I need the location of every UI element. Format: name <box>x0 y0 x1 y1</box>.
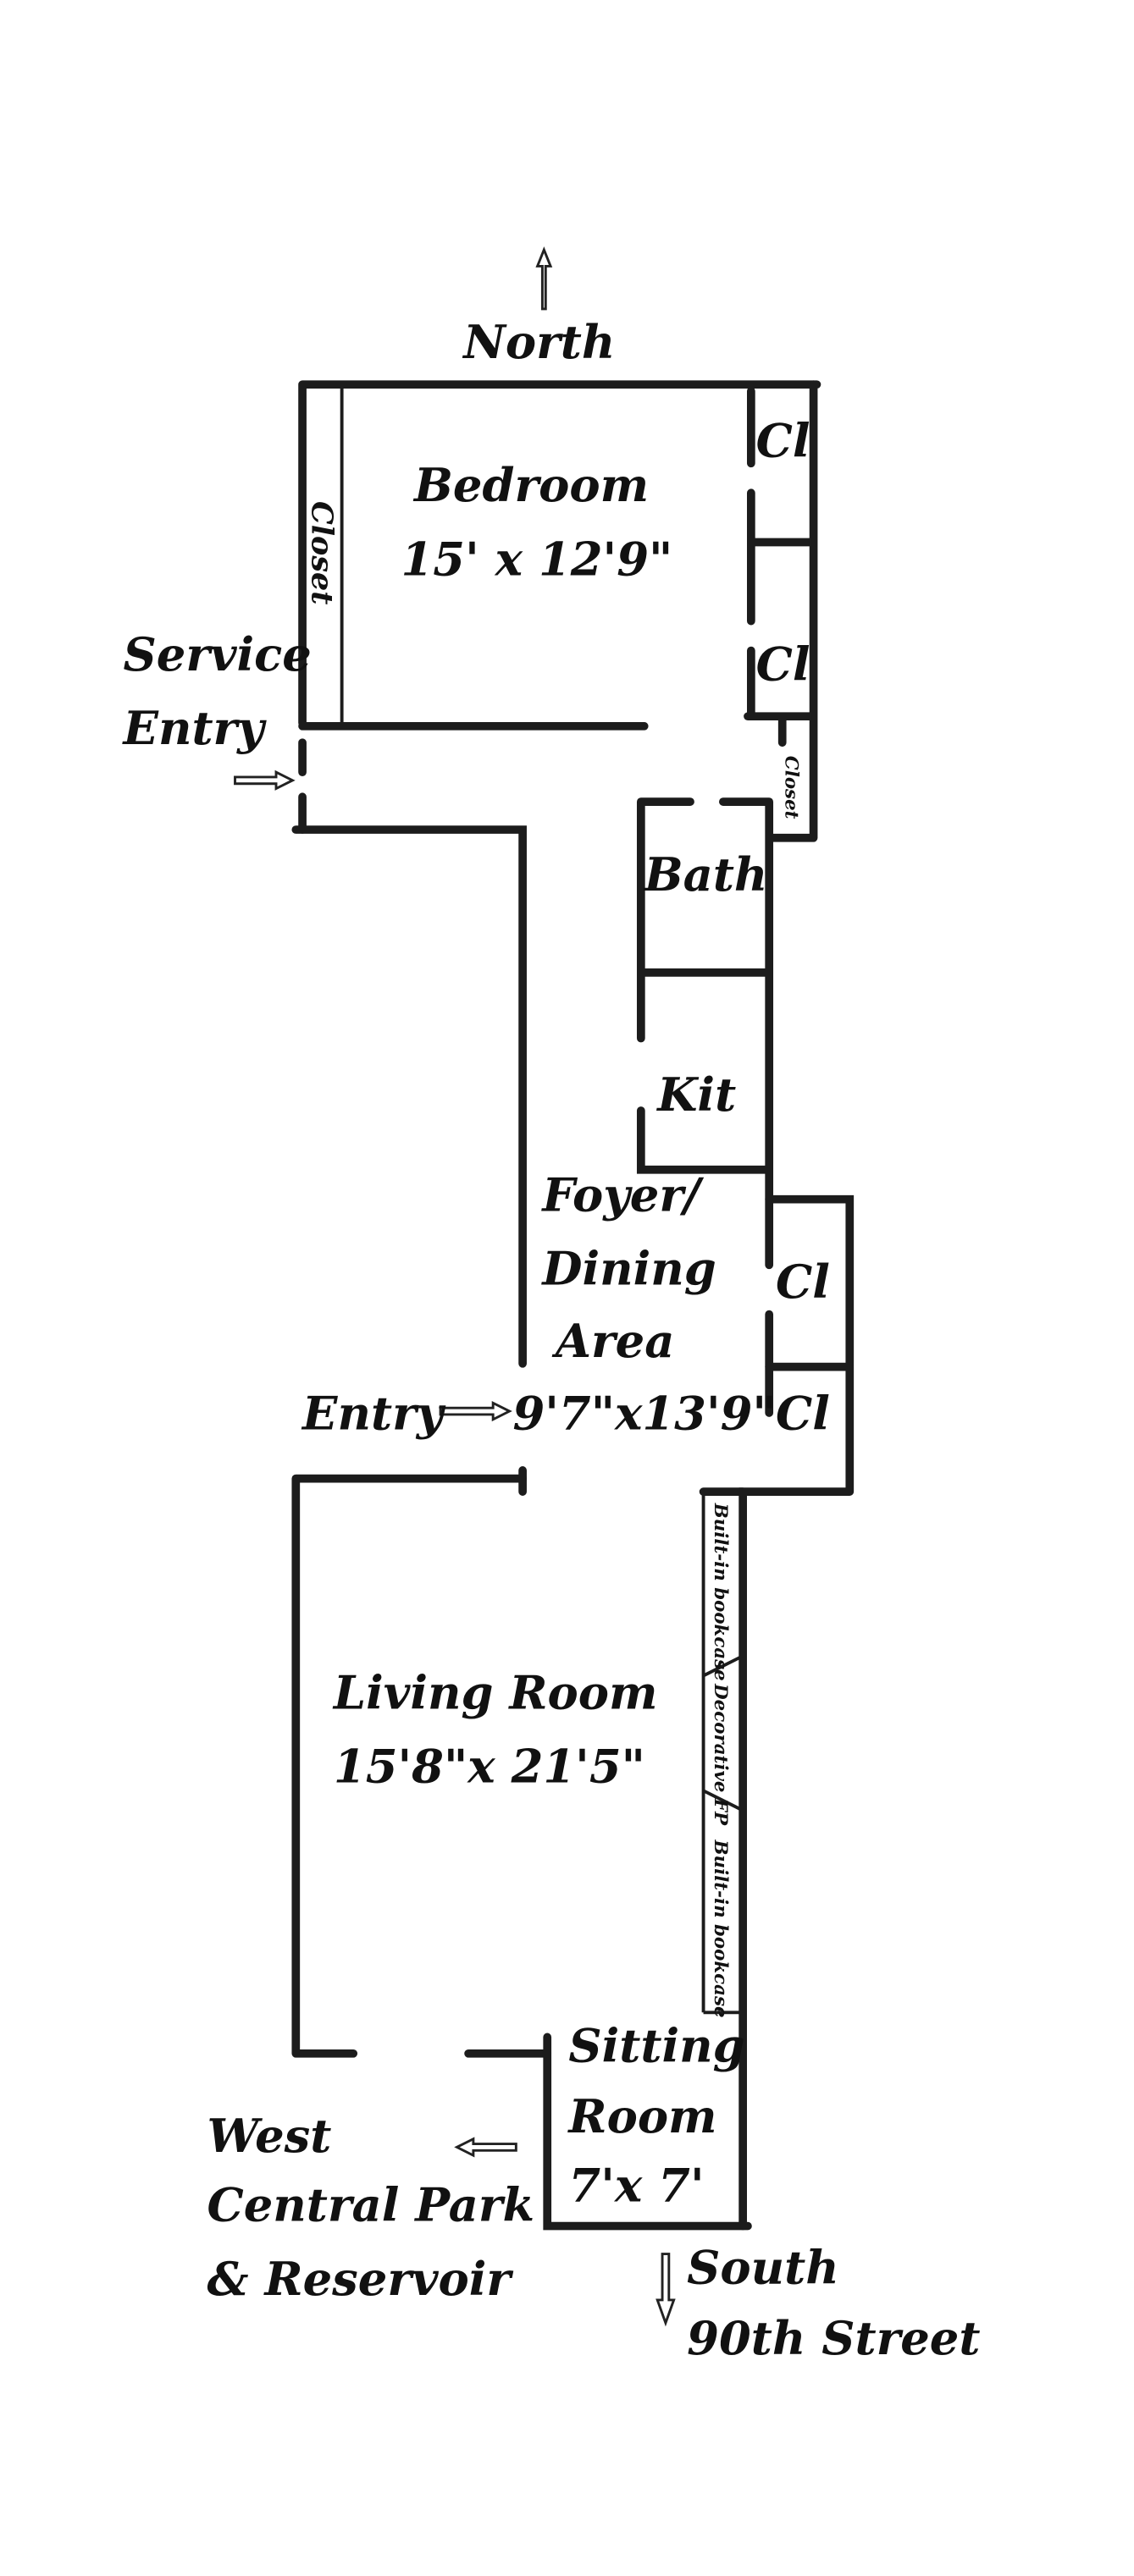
south-arrow-icon <box>656 2253 676 2327</box>
closet-2-label: Cl <box>756 637 810 691</box>
bedroom-name: Bedroom <box>412 458 649 512</box>
service-entry-arrow-icon <box>234 769 296 791</box>
north-label: North <box>462 315 615 369</box>
west-arrow-icon <box>454 2137 517 2158</box>
foyer-line3: Area <box>551 1314 675 1368</box>
service-entry-line2: Entry <box>122 701 268 755</box>
small-closet-label: Closet <box>781 756 802 819</box>
south-street: 90th Street <box>687 2311 980 2365</box>
north-arrow-icon <box>535 246 553 311</box>
foyer-size: 9'7"x13'9" <box>512 1386 776 1440</box>
entry-arrow-icon <box>439 1400 512 1422</box>
entry-label: Entry <box>301 1386 446 1440</box>
foyer-line2: Dining <box>540 1242 716 1296</box>
south-label: South <box>687 2240 839 2294</box>
labels: North Bedroom 15' x 12'9" Closet Cl Cl C… <box>122 315 981 2365</box>
bath-label: Bath <box>643 847 768 902</box>
fireplace-label: Decorative FP <box>710 1683 731 1826</box>
bookcase-1-label: Built-in bookcase <box>710 1503 731 1681</box>
west-label: West <box>207 2109 332 2163</box>
closet-3-label: Cl <box>776 1255 830 1309</box>
walls <box>291 380 855 2231</box>
living-room-name: Living Room <box>332 1665 658 1719</box>
arrows <box>234 246 676 2327</box>
living-room-size: 15'8"x 21'5" <box>334 1740 645 1794</box>
closet-1-label: Cl <box>756 414 810 468</box>
service-entry-line1: Service <box>124 627 312 681</box>
closet-4-label: Cl <box>776 1386 830 1440</box>
kitchen-label: Kit <box>656 1067 736 1122</box>
sitting-room-line1: Sitting <box>568 2019 744 2073</box>
bedroom-size: 15' x 12'9" <box>401 532 673 586</box>
sitting-room-size: 7'x 7' <box>568 2158 704 2212</box>
foyer-line1: Foyer/ <box>540 1167 705 1222</box>
bedroom-closet-label: Closet <box>305 501 340 604</box>
bookcase-2-label: Built-in bookcase <box>710 1840 731 2018</box>
west-street-line1: Central Park <box>207 2178 535 2232</box>
sitting-room-line2: Room <box>567 2089 716 2143</box>
west-street-line2: & Reservoir <box>207 2252 514 2306</box>
